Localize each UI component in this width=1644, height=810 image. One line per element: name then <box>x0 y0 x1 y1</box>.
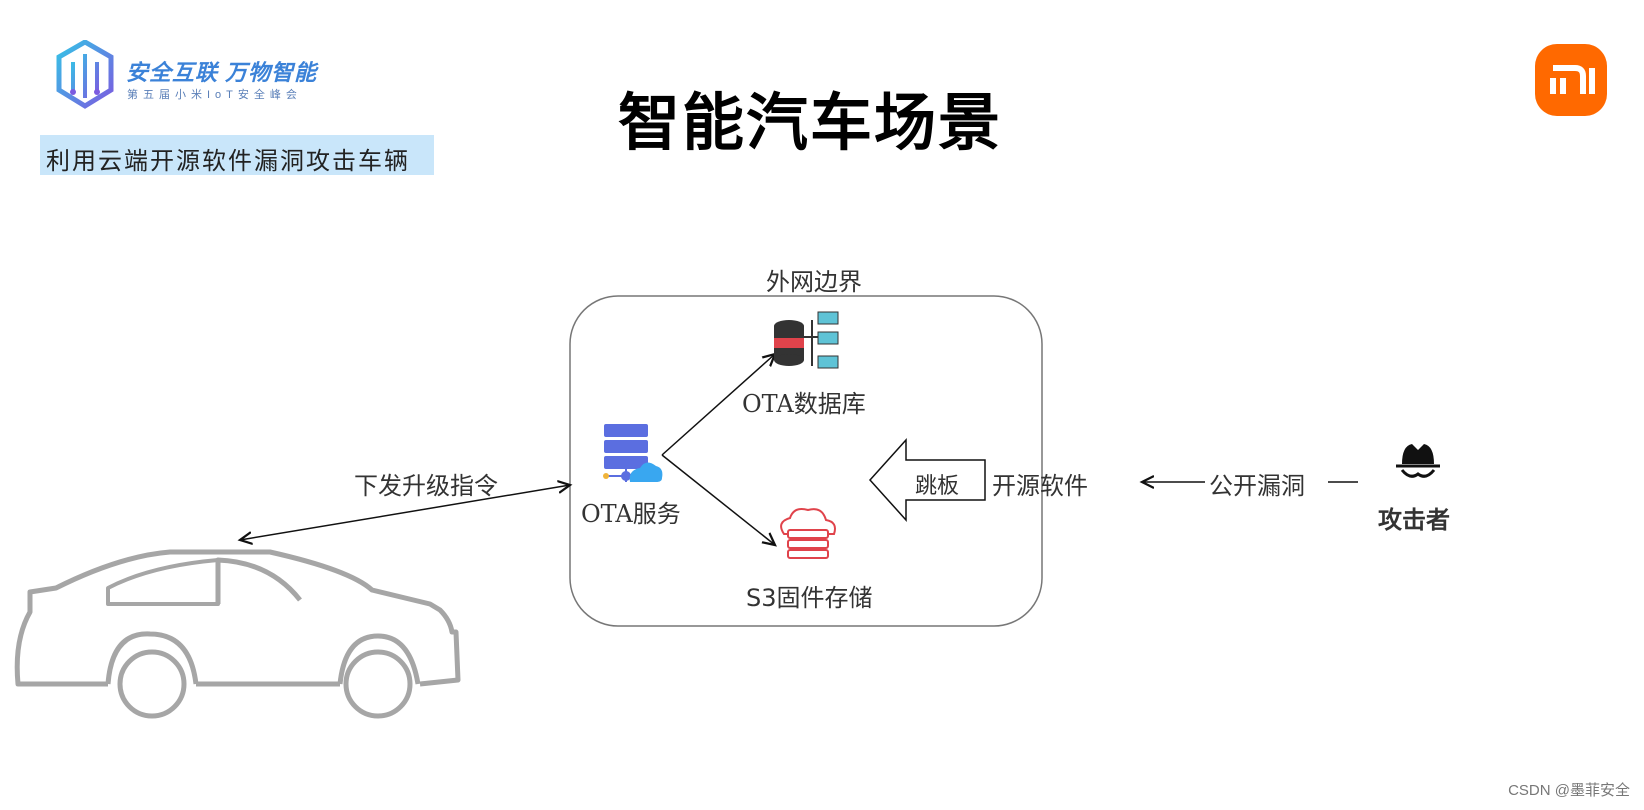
mi-logo-icon <box>1550 65 1595 94</box>
arrow-to-database <box>661 354 775 456</box>
ota-server-icon <box>603 424 663 482</box>
slide-subtitle: 利用云端开源软件漏洞攻击车辆 <box>46 147 410 175</box>
command-label: 下发升级指令 <box>354 472 498 500</box>
ota-database-label: OTA数据库 <box>742 390 866 418</box>
springboard-arrow <box>868 438 986 522</box>
subtitle-highlight <box>40 135 434 175</box>
open-source-label: 开源软件 <box>992 472 1088 500</box>
springboard-label: 跳板 <box>915 474 960 499</box>
summit-logo-icon <box>56 40 114 109</box>
logo-main-text: 安全互联 万物智能 <box>126 60 318 85</box>
cloud-storage-icon <box>780 508 836 559</box>
attacker-label: 攻击者 <box>1378 505 1450 534</box>
network-boundary-box <box>569 295 1043 627</box>
logo-sub-text: 第五届小米IoT安全峰会 <box>127 89 302 101</box>
car-icon <box>14 549 461 719</box>
page-title: 智能汽车场景 <box>617 86 1002 159</box>
ota-service-label: OTA服务 <box>581 500 681 528</box>
boundary-label: 外网边界 <box>766 268 862 296</box>
watermark: CSDN @墨菲安全 <box>1508 782 1630 799</box>
command-arrow <box>240 485 570 540</box>
s3-storage-label: S3固件存储 <box>746 584 873 612</box>
public-vuln-label: 公开漏洞 <box>1209 472 1305 500</box>
arrow-to-s3 <box>661 454 775 545</box>
database-icon <box>774 311 839 369</box>
mi-logo <box>1535 44 1607 116</box>
attacker-icon <box>1396 444 1440 478</box>
